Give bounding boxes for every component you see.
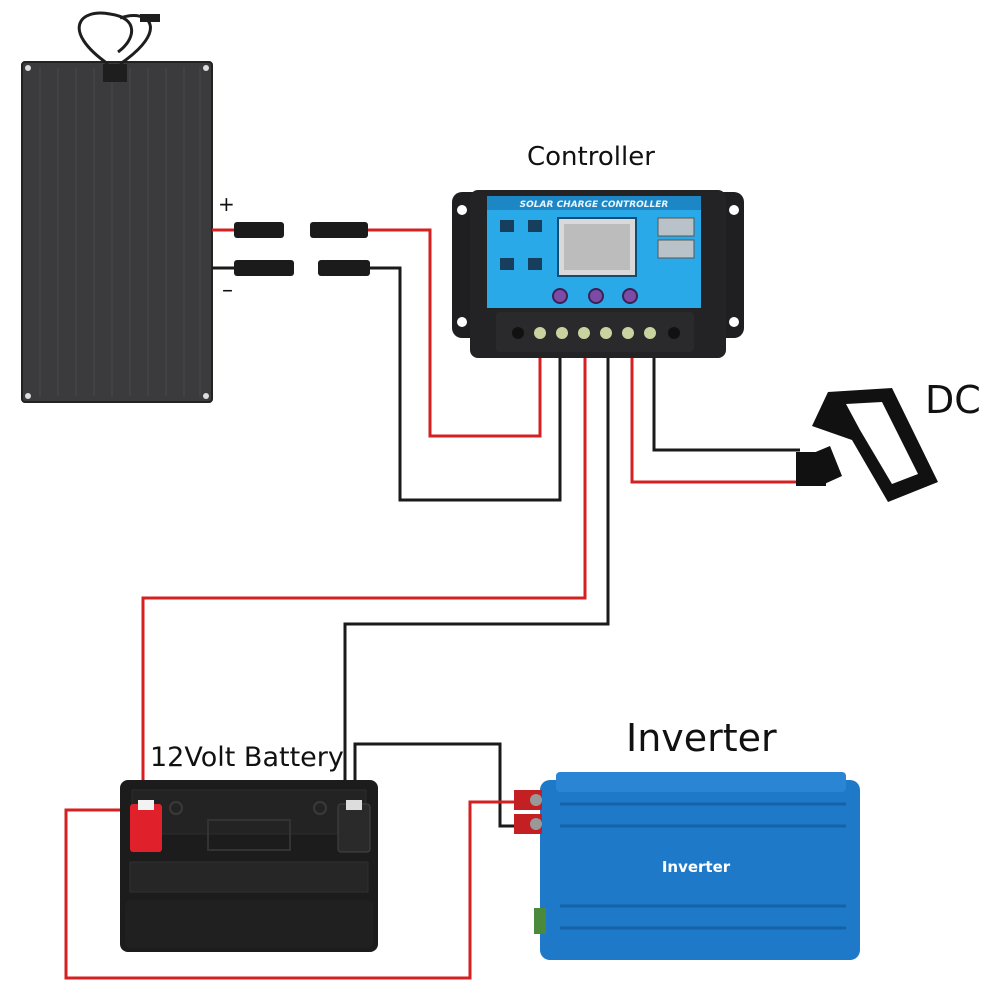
inverter: Inverter: [514, 772, 860, 960]
positive-symbol: +: [218, 192, 235, 216]
battery-positive-terminal: [130, 804, 162, 852]
controller-header: SOLAR CHARGE CONTROLLER: [520, 200, 669, 210]
dc-load-lamp: [796, 388, 938, 502]
dc-label: DC: [925, 378, 981, 422]
battery-label: 12Volt Battery: [150, 742, 344, 773]
solar-panel: [21, 11, 213, 403]
negative-symbol: –: [222, 278, 233, 303]
wires: [64, 228, 800, 980]
inverter-title-label: Inverter: [626, 716, 777, 760]
inverter-body-label: Inverter: [662, 858, 731, 876]
battery-negative-terminal: [337, 803, 371, 853]
charge-controller: SOLAR CHARGE CONTROLLER: [452, 190, 744, 358]
controller-label: Controller: [527, 142, 655, 172]
mc4-connectors: [212, 222, 370, 276]
battery: [120, 780, 378, 952]
